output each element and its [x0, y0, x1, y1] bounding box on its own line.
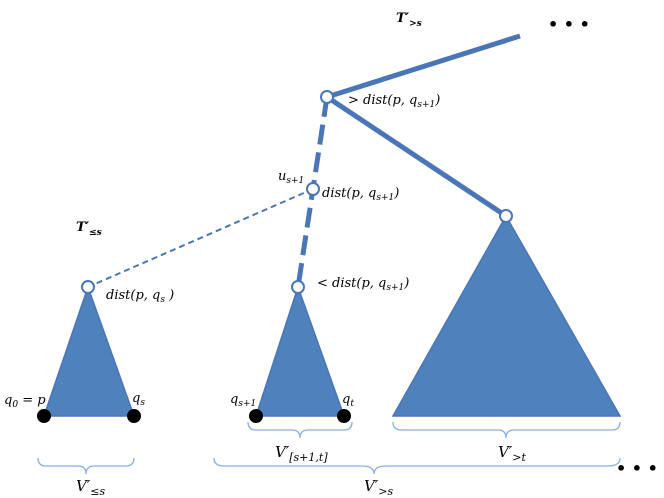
- label-qt: qt: [342, 392, 354, 409]
- node-top: [320, 90, 334, 104]
- edge-top-to-ellipsis: [326, 33, 521, 100]
- label-v-bottom: V′>s: [364, 477, 393, 498]
- label-dist-left: dist(p, qs ): [106, 288, 174, 305]
- node-u: [306, 182, 320, 196]
- left-subtree: [42, 284, 136, 417]
- node-right-root: [499, 209, 513, 223]
- leaf-q0: [37, 409, 51, 423]
- middle-subtree: [254, 284, 346, 417]
- leaf-qs1: [249, 409, 263, 423]
- label-v-left: V′≤s: [76, 477, 105, 498]
- label-u: us+1: [278, 169, 304, 186]
- ellipsis-bottom: • • •: [616, 459, 658, 478]
- leaf-qt: [337, 409, 351, 423]
- ellipsis-top: • • •: [548, 15, 590, 34]
- label-gt-dist: > dist(p, qs+1): [348, 93, 440, 110]
- brace-right: [392, 421, 621, 439]
- label-qs1: qs+1: [230, 392, 256, 409]
- label-t-gt-s: T′>s: [396, 11, 422, 29]
- label-q0-p: q0 = p: [4, 393, 46, 410]
- label-t-le-s: T′≤s: [76, 220, 102, 238]
- brace-middle: [247, 421, 353, 439]
- label-qs: qs: [132, 391, 145, 408]
- right-subtree: [391, 214, 622, 417]
- label-dist-mid: dist(p, qs+1): [322, 186, 399, 203]
- brace-bottom: [213, 457, 621, 475]
- node-mid-root: [291, 280, 305, 294]
- leaf-qs: [127, 409, 141, 423]
- edge-top-to-right-tree: [325, 94, 508, 219]
- label-v-right: V′>t: [498, 443, 526, 464]
- label-v-mid: V′[s+1,t]: [275, 443, 328, 464]
- brace-left: [37, 457, 135, 475]
- edge-mid-to-left-dashed: [87, 188, 314, 288]
- label-lt-dist: < dist(p, qs+1): [317, 276, 409, 293]
- node-left-root: [81, 280, 95, 294]
